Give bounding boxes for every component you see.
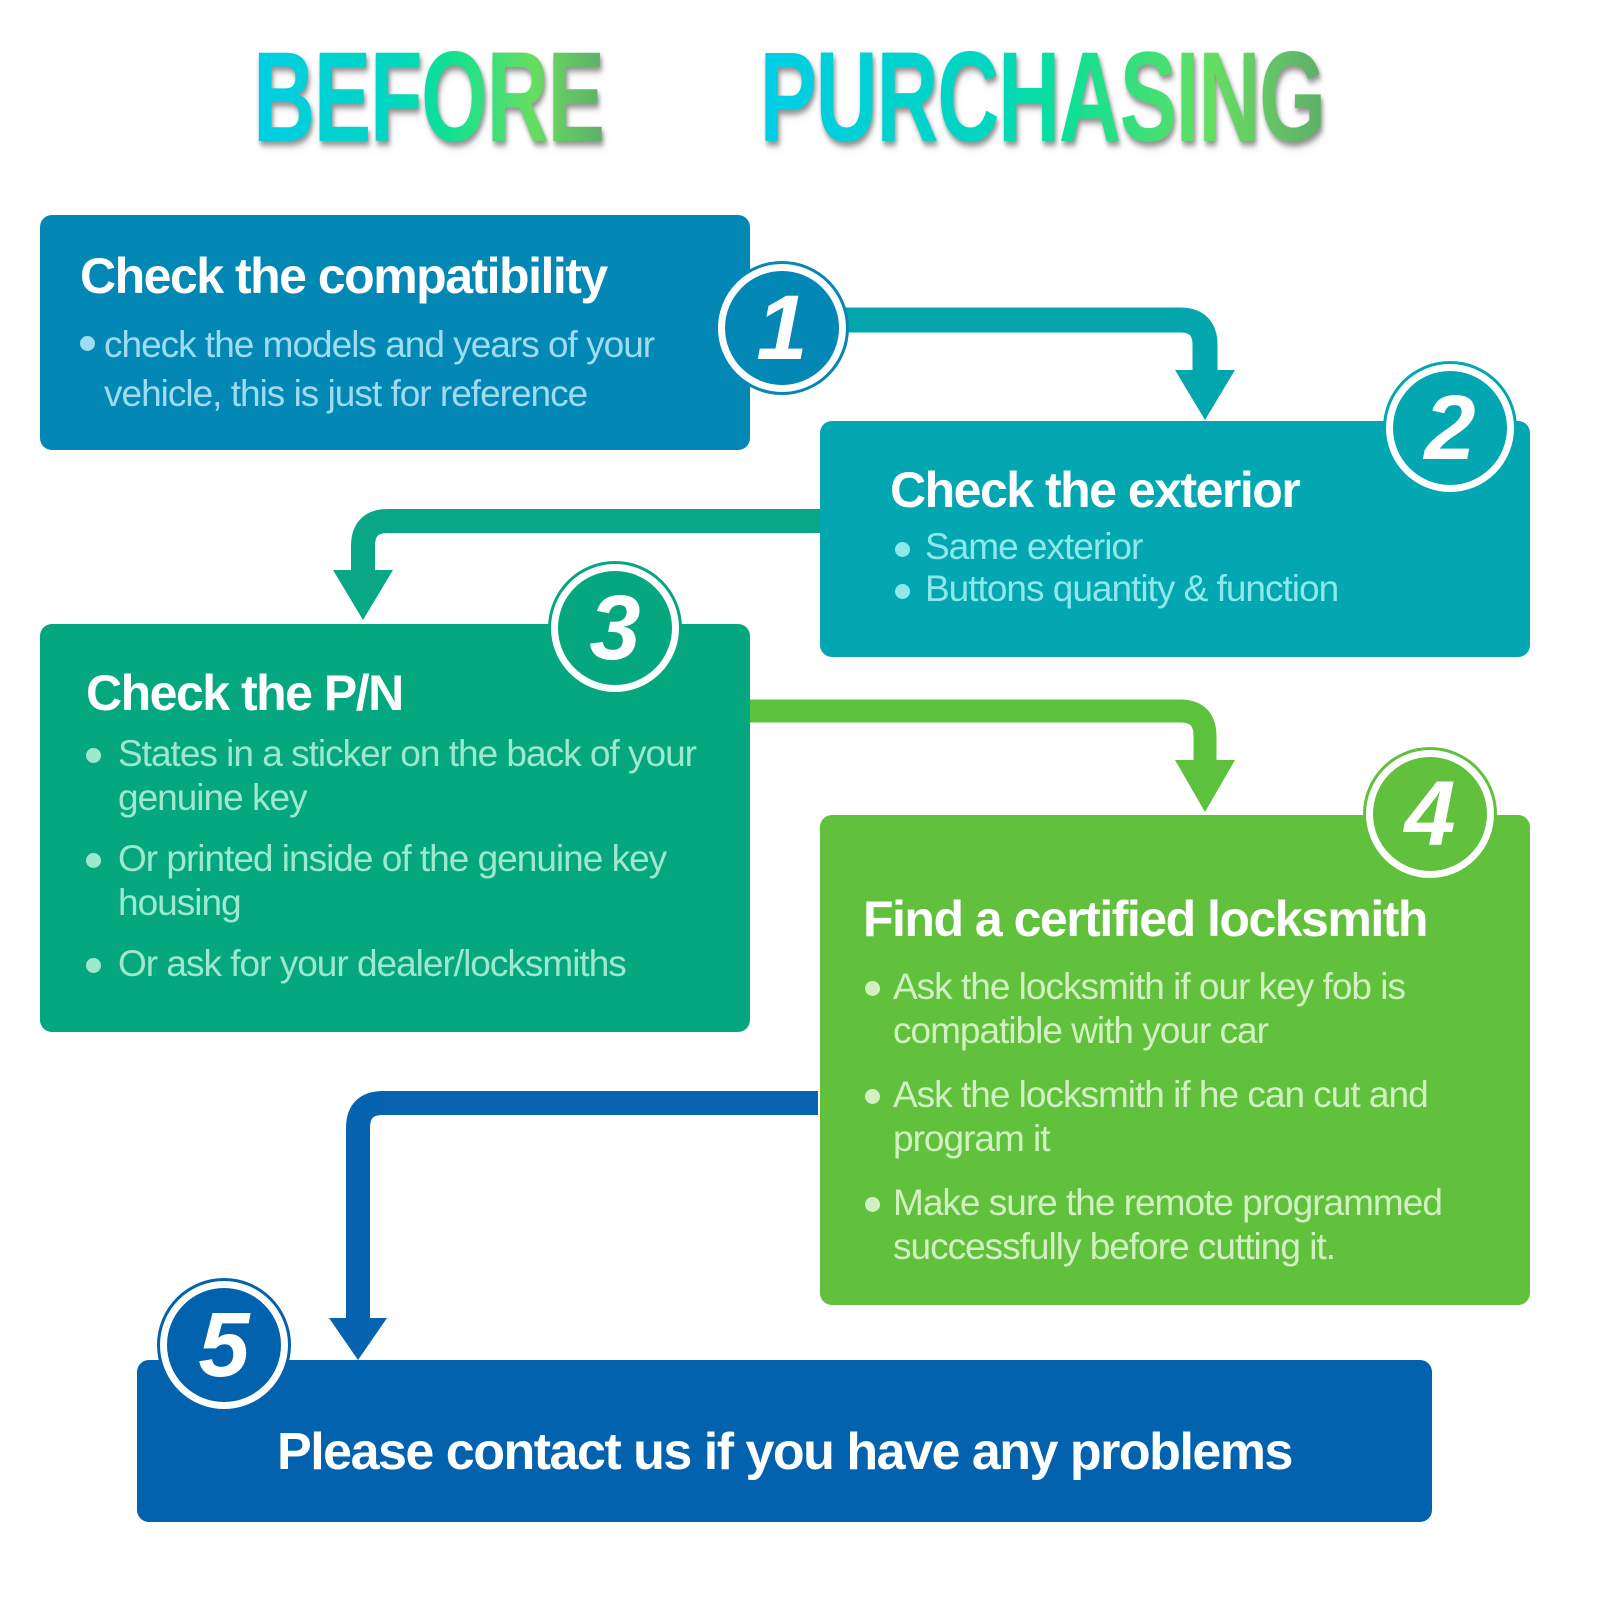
arrow-4-to-5 (346, 1091, 818, 1322)
step-5-number: 5 (198, 1293, 250, 1396)
arrow-2-to-3 (351, 509, 822, 572)
arrow-4-head (329, 1318, 387, 1360)
step-3-bullet: Or printed inside of the genuine key hou… (86, 837, 706, 925)
step-1-number: 1 (756, 276, 808, 379)
step-3-heading: Check the P/N (86, 665, 404, 721)
arrow-3-to-4 (748, 699, 1217, 762)
step-3-number: 3 (589, 576, 641, 679)
step-1-bullet: check the models and years of your vehic… (80, 320, 740, 418)
title-purchasing: PURCHASING (758, 26, 1325, 169)
step-1-card: Check the compatibility check the models… (40, 215, 750, 450)
step-4-number-badge: 4 (1366, 750, 1494, 878)
step-2-heading: Check the exterior (890, 462, 1301, 518)
arrow-3-head (1175, 760, 1235, 812)
step-1-heading: Check the compatibility (80, 248, 608, 304)
step-5-card: Please contact us if you have any proble… (137, 1360, 1432, 1522)
step-3-number-badge: 3 (551, 564, 679, 692)
arrow-1-to-2 (840, 307, 1218, 372)
step-1-number-badge: 1 (718, 264, 846, 392)
arrow-2-head (333, 570, 393, 620)
step-4-card: Find a certified locksmith Ask the locks… (820, 815, 1530, 1305)
step-2-number: 2 (1424, 376, 1476, 479)
arrow-1-head (1175, 370, 1235, 420)
step-3-card: Check the P/N States in a sticker on the… (40, 624, 750, 1032)
title-before: BEFORE (252, 26, 605, 169)
step-3-bullet: Or ask for your dealer/locksmiths (86, 942, 706, 986)
step-2-bullet: Buttons quantity & function (895, 568, 1339, 610)
step-5-heading: Please contact us if you have any proble… (277, 1423, 1293, 1481)
step-5-number-badge: 5 (160, 1281, 288, 1409)
step-2-bullet: Same exterior (895, 526, 1338, 568)
step-4-bullet: Ask the locksmith if he can cut and prog… (865, 1073, 1525, 1161)
step-2-number-badge: 2 (1386, 364, 1514, 492)
step-4-bullet: Make sure the remote programmed successf… (865, 1181, 1525, 1269)
step-4-heading: Find a certified locksmith (863, 891, 1428, 947)
step-4-number: 4 (1404, 762, 1456, 865)
step-4-bullet: Ask the locksmith if our key fob is comp… (865, 965, 1525, 1053)
page-title: BEFORE PURCHASING (0, 28, 1600, 168)
step-3-bullet: States in a sticker on the back of your … (86, 732, 706, 820)
